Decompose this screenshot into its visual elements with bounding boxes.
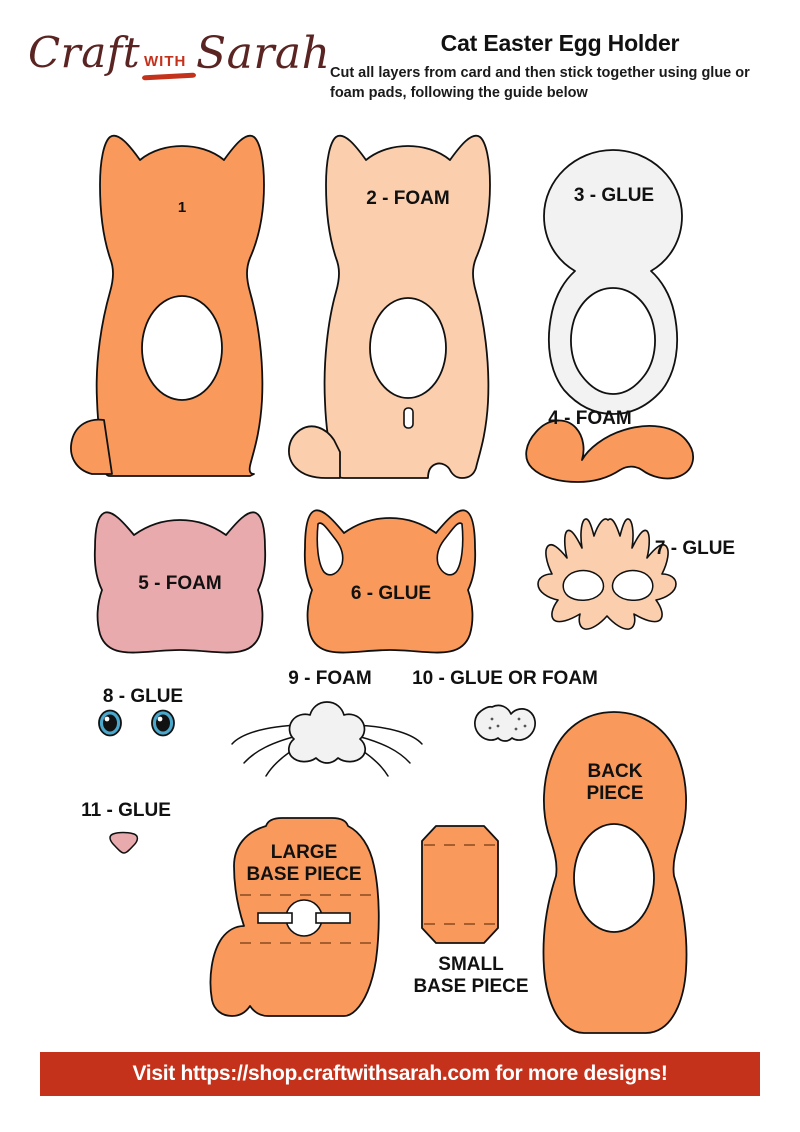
piece-10-label: 10 - GLUE OR FOAM (412, 668, 598, 689)
piece-4-label: 4 - FOAM (548, 408, 632, 429)
page-title: Cat Easter Egg Holder (440, 30, 680, 56)
footer-banner: Visit https://shop.craftwithsarah.com fo… (40, 1052, 760, 1096)
piece-9-shape (231, 701, 423, 777)
logo-underline-flourish (141, 72, 197, 81)
page-subtitle: Cut all layers from card and then stick … (330, 65, 750, 101)
back-piece-label: BACK PIECE (586, 761, 644, 805)
logo-word-with: WITH (144, 53, 187, 70)
small-base-piece-shape (421, 825, 499, 944)
piece-3-label: 3 - GLUE (573, 185, 655, 206)
piece-8-label: 8 - GLUE (102, 686, 184, 707)
piece-6-label: 6 - GLUE (350, 583, 432, 604)
piece-6-shape (303, 509, 477, 654)
piece-9-label: 9 - FOAM (288, 668, 372, 689)
piece-2-shape (288, 134, 491, 479)
piece-2-label: 2 - FOAM (366, 188, 450, 209)
piece-11-label: 11 - GLUE (81, 800, 171, 821)
piece-7-shape (537, 518, 677, 630)
logo-word-sarah: Sarah (196, 28, 331, 79)
page-header: Craft WITH Sarah Cat Easter Egg Holder C… (0, 0, 800, 120)
logo-word-craft: Craft (28, 28, 141, 77)
piece-5-label: 5 - FOAM (138, 573, 222, 594)
small-base-piece-label: SMALL BASE PIECE (413, 954, 529, 998)
large-base-piece-label: LARGE BASE PIECE (246, 842, 362, 886)
piece-7-label: 7 - GLUE (654, 538, 736, 559)
piece-1-label: 1 (177, 199, 187, 216)
brand-logo: Craft WITH Sarah (28, 26, 330, 98)
shop-url-text: Visit https://shop.craftwithsarah.com fo… (132, 1062, 668, 1085)
piece-1-shape (70, 134, 265, 477)
piece-11-shape (109, 831, 139, 854)
piece-10-shape (474, 704, 536, 742)
piece-8-shape (98, 709, 175, 737)
